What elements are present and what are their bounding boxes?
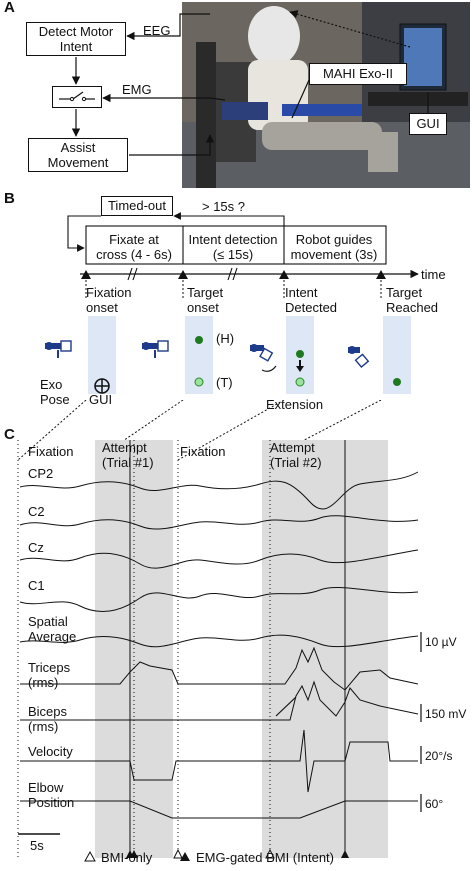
panel-b-icons <box>45 336 401 394</box>
exoskeleton-photo <box>182 2 470 188</box>
channel-cz: Cz <box>28 540 44 555</box>
time-axis-label: time <box>421 267 446 282</box>
attempt-label-1: Attempt (Trial #1) <box>102 440 154 470</box>
tail-marker: (T) <box>216 375 233 390</box>
detect-motor-intent-box: Detect Motor Intent <box>26 22 126 56</box>
tail-dot-2 <box>295 377 305 387</box>
channel-c1: C1 <box>28 578 45 593</box>
event-target-reached: Target Reached <box>386 285 439 315</box>
emg-switch-box <box>52 86 102 108</box>
channel-velocity: Velocity <box>28 744 73 759</box>
phase-fixate: Fixate at cross (4 - 6s) <box>96 232 172 262</box>
eeg-label: EEG <box>143 23 171 38</box>
tail-target-dot <box>194 377 204 387</box>
timeout-condition: > 15s ? <box>202 199 246 214</box>
panel-a-arrows <box>71 10 429 156</box>
event-target-onset: Target onset <box>187 285 224 315</box>
moving-target-dot <box>296 350 304 358</box>
reached-target-dot <box>393 378 401 386</box>
channel-elbow-position: Elbow Position <box>28 780 75 810</box>
channel-c2: C2 <box>28 504 45 519</box>
panel-c-traces <box>17 400 422 862</box>
exo-pose-icon-4 <box>348 346 370 369</box>
gui-label-box: GUI <box>409 113 447 135</box>
legend-emg-gated: EMG-gated BMI (Intent) <box>196 850 334 865</box>
channel-spatial-average: Spatial Average <box>28 614 77 644</box>
phase-intent-detection: Intent detection (≤ 15s) <box>188 232 278 262</box>
head-marker: (H) <box>216 331 235 346</box>
timed-out-box: Timed-out <box>101 196 173 216</box>
event-fixation-onset: Fixation onset <box>86 285 132 315</box>
exo-pose-icon-2 <box>142 340 169 358</box>
photo-illustration <box>182 2 470 188</box>
time-scale-label: 5s <box>30 838 44 853</box>
channel-cp2: CP2 <box>28 466 54 481</box>
scale-label-position: 60° <box>425 797 444 811</box>
panel-a-letter: A <box>4 0 15 16</box>
scale-label-velocity: 20°/s <box>425 749 453 763</box>
legend-bmi-only: BMI-only <box>101 850 153 865</box>
gui-label-b: GUI <box>89 392 113 407</box>
exo-pose-icon-3 <box>250 344 277 372</box>
panel-b-letter: B <box>4 190 15 207</box>
phase-robot-guides: Robot guides movement (3s) <box>290 232 378 262</box>
extension-label: Extension <box>266 397 324 412</box>
event-intent-detected: Intent Detected <box>285 285 338 315</box>
switch-icon <box>59 91 95 102</box>
exo-pose-icon-1 <box>45 340 72 358</box>
channel-triceps: Triceps (rms) <box>28 660 71 690</box>
attempt-label-2: Attempt (Trial #2) <box>270 440 322 470</box>
channel-biceps: Biceps (rms) <box>28 704 68 734</box>
assist-movement-box: Assist Movement <box>28 138 128 172</box>
emg-label: EMG <box>122 82 152 97</box>
head-target-dot <box>195 336 203 344</box>
scale-label-emg: 150 mV <box>425 707 467 721</box>
panel-c-letter: C <box>4 426 15 443</box>
scale-label-eeg: 10 µV <box>425 635 457 649</box>
fixation-label-1: Fixation <box>28 444 74 459</box>
exo-label-box: MAHI Exo-II <box>309 63 407 85</box>
fixation-label-2: Fixation <box>180 444 226 459</box>
exo-pose-label: Exo Pose <box>40 377 70 407</box>
panel-b-timeline <box>67 212 419 300</box>
